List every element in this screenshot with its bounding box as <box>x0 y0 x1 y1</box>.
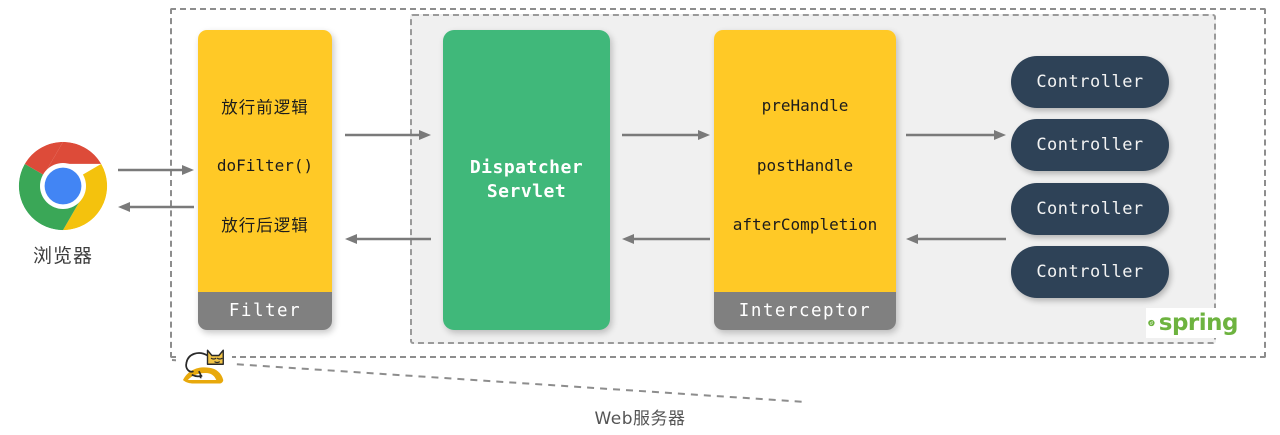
tomcat-icon <box>176 345 232 390</box>
spring-logo: spring <box>1146 308 1238 338</box>
filter-card[interactable]: 放行前逻辑 doFilter() 放行后逻辑 Filter <box>198 30 332 330</box>
arrow-dispatcher-to-interceptor-request <box>622 128 710 142</box>
filter-footer-label: Filter <box>198 292 332 330</box>
controller-pill-4[interactable]: Controller <box>1011 246 1169 298</box>
arrow-interceptor-to-controller-request <box>906 128 1006 142</box>
filter-row-dofilter: doFilter() <box>216 155 314 175</box>
controller-pill-1[interactable]: Controller <box>1011 56 1169 108</box>
interceptor-row-aftercompletion: afterCompletion <box>732 214 878 234</box>
interceptor-card[interactable]: preHandle postHandle afterCompletion Int… <box>714 30 896 330</box>
interceptor-body: preHandle postHandle afterCompletion <box>714 30 896 292</box>
chrome-icon <box>17 140 109 232</box>
arrow-filter-to-browser-response <box>118 200 194 214</box>
browser-group: 浏览器 <box>8 140 118 268</box>
controller-pill-2[interactable]: Controller <box>1011 119 1169 171</box>
arrow-browser-to-filter-request <box>118 163 194 177</box>
dispatcher-servlet-text: Dispatcher Servlet <box>470 156 583 205</box>
controller-pill-3[interactable]: Controller <box>1011 183 1169 235</box>
spring-wordmark: spring <box>1158 309 1238 336</box>
dispatcher-line-2: Servlet <box>486 181 567 202</box>
filter-row-post: 放行后逻辑 <box>221 216 309 236</box>
dispatcher-line-1: Dispatcher <box>469 156 584 178</box>
filter-body: 放行前逻辑 doFilter() 放行后逻辑 <box>198 30 332 292</box>
controller-label-1: Controller <box>1036 72 1144 92</box>
controller-label-3: Controller <box>1036 199 1144 219</box>
interceptor-row-prehandle: preHandle <box>761 96 849 116</box>
web-server-boundary <box>170 8 1266 358</box>
arrow-filter-to-dispatcher-request <box>345 128 431 142</box>
controller-label-4: Controller <box>1036 262 1144 282</box>
filter-row-pre: 放行前逻辑 <box>221 97 309 117</box>
browser-label: 浏览器 <box>32 245 93 267</box>
dispatcher-servlet-box[interactable]: Dispatcher Servlet <box>443 30 610 330</box>
arrow-controller-to-interceptor-response <box>906 232 1006 246</box>
arrow-dispatcher-to-filter-response <box>345 232 431 246</box>
web-server-leader-line <box>171 359 807 403</box>
spring-leaf-icon <box>1148 319 1155 327</box>
interceptor-row-posthandle: postHandle <box>756 155 854 175</box>
controller-label-2: Controller <box>1036 135 1144 155</box>
arrow-interceptor-to-dispatcher-response <box>622 232 710 246</box>
web-server-label: Web服务器 <box>594 409 686 429</box>
interceptor-footer-label: Interceptor <box>714 292 896 330</box>
